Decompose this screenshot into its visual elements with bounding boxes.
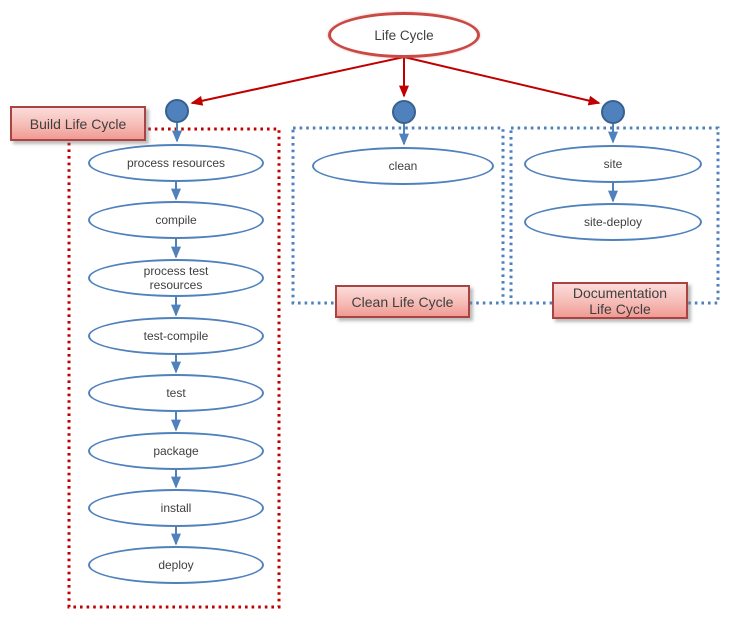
build-phase-dot [165,99,189,123]
build-life-cycle-label: Build Life Cycle [10,106,146,141]
node-test-compile: test-compile [88,317,264,355]
group-label-text: Build Life Cycle [29,115,127,132]
clean-phase-dot [392,100,416,124]
clean-life-cycle-label: Clean Life Cycle [335,285,470,318]
documentation-phase-dot [601,100,625,124]
node-label: process test resources [143,263,209,292]
node-label: install [160,500,192,515]
root-node-label: Life Cycle [374,27,434,43]
node-label: test-compile [143,328,209,343]
node-label: compile [155,212,197,227]
build-group-border [67,127,281,609]
root-to-build-arrow [190,56,405,106]
node-install: install [88,489,264,527]
documentation-life-cycle-label: Documentation Life Cycle [552,282,688,319]
root-to-documentation-arrow [403,56,601,106]
node-label: process resources [126,155,226,170]
node-test: test [88,374,264,412]
node-deploy: deploy [88,546,264,584]
node-label: clean [388,158,418,173]
node-compile: compile [88,201,264,239]
node-site-deploy: site-deploy [524,203,702,241]
node-site: site [524,145,702,183]
node-label: package [153,443,199,458]
node-process-resources: process resources [88,144,264,182]
node-label: site [603,156,623,171]
node-clean: clean [312,147,494,185]
node-label: deploy [158,557,194,572]
root-node-life-cycle: Life Cycle [328,12,480,58]
group-label-text: Clean Life Cycle [351,293,454,310]
node-process-test-resources: process test resources [88,259,264,297]
node-label: test [166,385,186,400]
node-label: site-deploy [583,214,643,229]
node-package: package [88,432,264,470]
group-label-text: Documentation Life Cycle [572,284,668,317]
